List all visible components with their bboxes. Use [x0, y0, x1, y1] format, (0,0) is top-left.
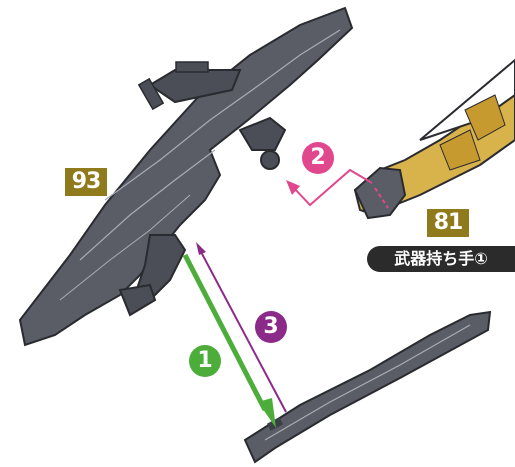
step-3-arrow: [196, 242, 287, 413]
step-number-badge: 3: [255, 311, 287, 343]
part-number-badge: 93: [65, 168, 107, 196]
step-number-badge: 1: [189, 345, 221, 377]
part-number-badge: 81: [427, 209, 469, 237]
step-2-arrow: [286, 168, 389, 209]
step-1-arrow: [182, 253, 276, 428]
step-number-badge: 2: [302, 142, 334, 174]
hand-part-label: 武器持ち手①: [367, 246, 515, 272]
weapon-part-icon: [18, 6, 354, 347]
